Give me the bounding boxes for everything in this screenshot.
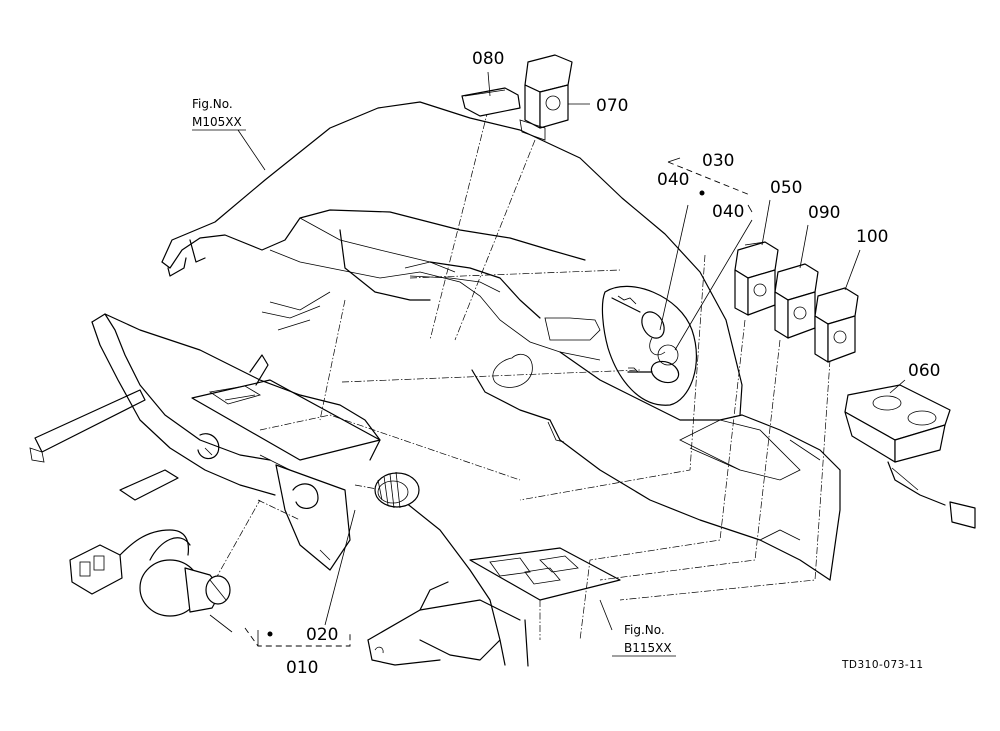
label-010: 010 (286, 658, 318, 678)
part-020-ring (374, 471, 420, 509)
label-100: 100 (856, 227, 888, 247)
part-060-switch (844, 384, 976, 529)
lower-body (559, 414, 841, 581)
label-030: 030 (702, 151, 734, 171)
drawing-code: TD310-073-11 (841, 659, 924, 671)
part-labels: 080 070 030 040 040 050 090 100 060 020 … (286, 49, 940, 678)
center-plate (191, 354, 381, 571)
part-100-switch (814, 287, 859, 363)
bracket-010-020 (244, 627, 351, 647)
upper-panel (161, 101, 743, 443)
guide-lines (214, 109, 831, 641)
label-080: 080 (472, 49, 504, 69)
leader-lines (209, 71, 906, 633)
label-070: 070 (596, 96, 628, 116)
label-040-b: 040 (712, 202, 744, 222)
label-020: 020 (306, 625, 338, 645)
label-060: 060 (908, 361, 940, 381)
label-050: 050 (770, 178, 802, 198)
part-090-switch (774, 263, 819, 339)
lower-bracket (367, 501, 621, 667)
ref-fig-label-2: Fig.No. (624, 623, 665, 637)
part-070-switch (519, 54, 573, 141)
ref-fig-code-1: M105XX (192, 115, 242, 129)
label-090: 090 (808, 203, 840, 223)
part-010-sensor (69, 529, 231, 617)
ref-fig-code-2: B115XX (624, 641, 672, 655)
part-040-keys (611, 157, 753, 384)
left-bezel (29, 313, 381, 501)
ref-fig-label-1: Fig.No. (192, 97, 233, 111)
label-040-a: 040 (657, 170, 689, 190)
part-080-cap (461, 87, 521, 117)
part-050-switch (734, 241, 779, 316)
figure-references: Fig.No. M105XX Fig.No. B115XX (192, 97, 676, 657)
